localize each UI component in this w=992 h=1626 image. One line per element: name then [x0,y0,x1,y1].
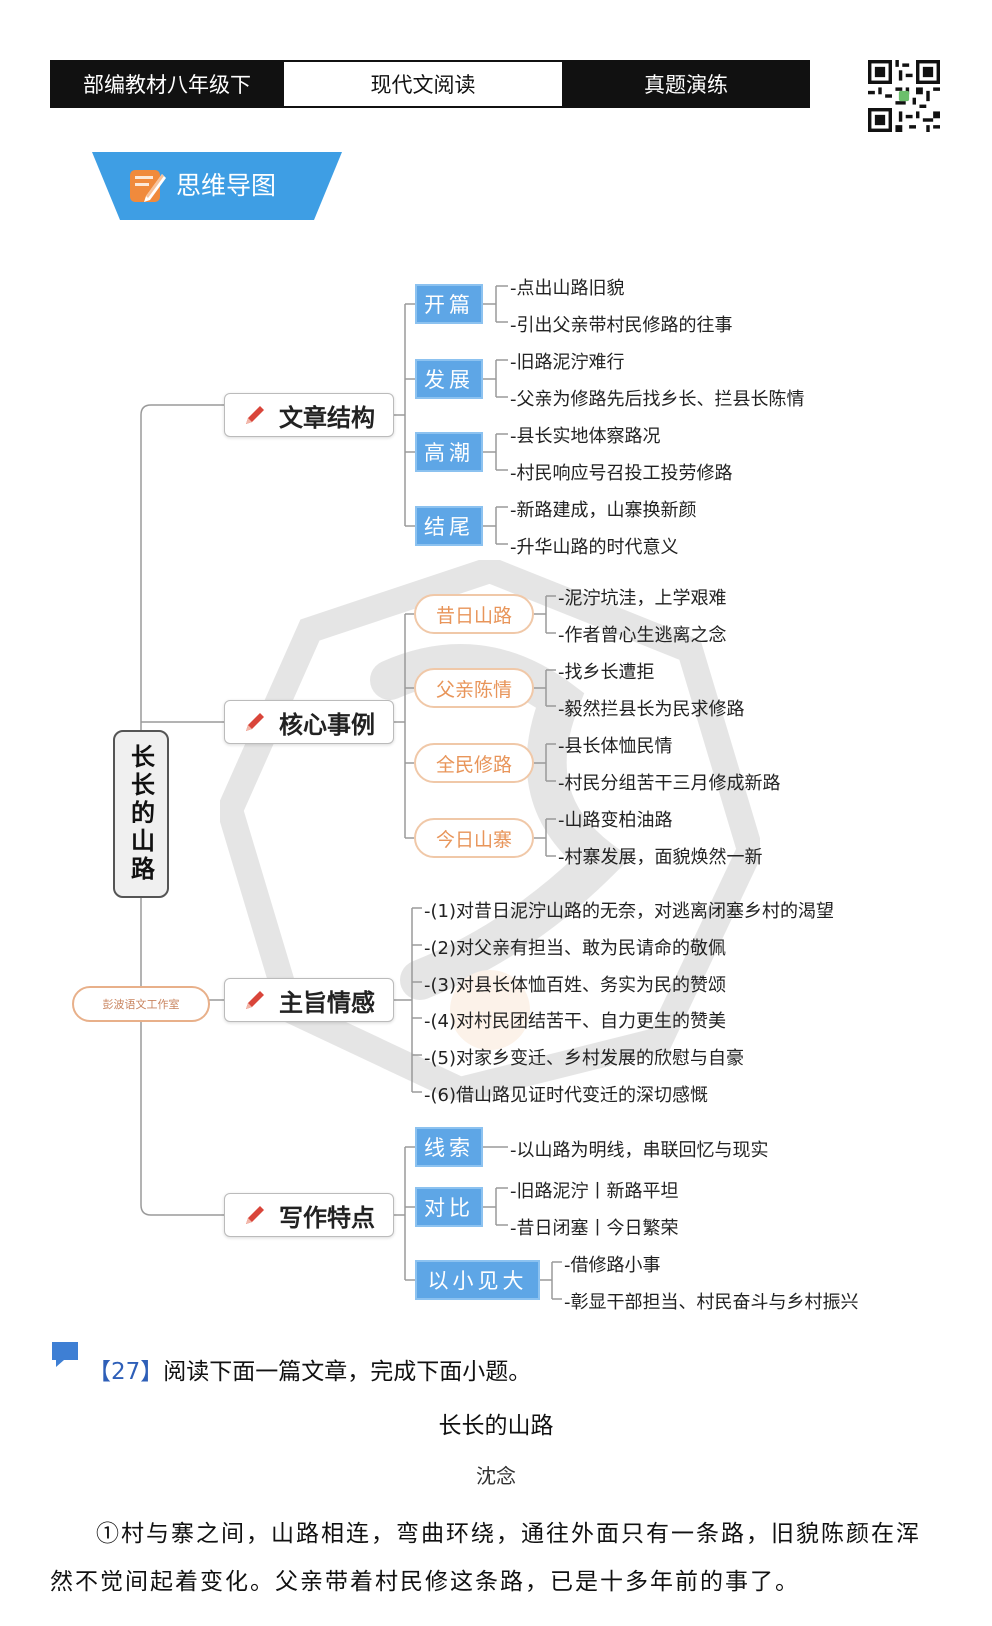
mindmap-banner-label: 思维导图 [176,171,277,200]
header-grade: 部编教材八年级下 [52,62,282,106]
leaf-text: -新路建成，山寨换新颜 [510,500,697,521]
leaf-text: -旧路泥泞难行 [510,352,625,373]
leaf-text: -(2)对父亲有担当、敢为民请命的敬佩 [424,938,726,959]
question-instruction: 阅读下面一篇文章，完成下面小题。 [163,1359,532,1385]
watermark-seal [220,560,760,1100]
header-bar: 部编教材八年级下 现代文阅读 真题演练 [50,60,810,108]
mindmap-connectors [140,285,562,1300]
category-label: 写作特点 [279,1203,375,1232]
passage-author: 沈念 [476,1464,516,1488]
tag-father-plea: 父亲陈情 [414,668,534,708]
category-structure: 文章结构 [224,393,394,437]
leaf-text: -找乡长遭拒 [558,662,655,683]
notepad-icon [130,170,166,202]
pencil-icon [246,991,264,1009]
leaf-text: -(6)借山路见证时代变迁的深切感慨 [424,1085,708,1106]
leaf-text: -(1)对昔日泥泞山路的无奈，对逃离闭塞乡村的渴望 [424,901,834,922]
pencil-icon [246,713,264,731]
tag-opening: 开篇 [415,284,483,324]
mindmap-banner: 思维导图 [92,152,342,220]
header-section: 真题演练 [564,62,808,106]
category-writing-features: 写作特点 [224,1193,394,1237]
qr-code-icon [868,60,940,132]
leaf-text: -村民响应号召投工投劳修路 [510,463,733,484]
leaf-text: -县长体恤民情 [558,736,673,757]
leaf-text: -升华山路的时代意义 [510,537,679,558]
leaf-text: -以山路为明线，串联回忆与现实 [510,1140,769,1161]
leaf-text: -毅然拦县长为民求修路 [558,699,745,720]
question-title: 【27】阅读下面一篇文章，完成下面小题。 [88,1352,531,1386]
leaf-text: -父亲为修路先后找乡长、拦县长陈情 [510,389,805,410]
leaf-text: -(3)对县长体恤百姓、务实为民的赞颂 [424,975,726,996]
tag-contrast: 对比 [415,1187,483,1227]
tag-climax: 高潮 [415,432,483,472]
tag-old-road: 昔日山路 [414,594,534,634]
pencil-icon [246,1206,264,1224]
leaf-text: -县长实地体察路况 [510,426,661,447]
leaf-text: -村民分组苦干三月修成新路 [558,773,781,794]
leaf-text: -昔日闭塞丨今日繁荣 [510,1218,679,1239]
leaf-text: -作者曾心生逃离之念 [558,625,727,646]
leaf-text: -借修路小事 [564,1255,661,1276]
category-theme: 主旨情感 [224,978,394,1022]
tag-village-today: 今日山寨 [414,818,534,858]
leaf-text: -点出山路旧貌 [510,278,625,299]
mindmap-root: 长长的山路 [113,730,169,898]
tag-development: 发展 [415,359,483,399]
passage-title: 长长的山路 [438,1413,554,1439]
passage-paragraph: ①村与寨之间，山路相连，弯曲环绕，通往外面只有一条路，旧貌陈颜在浑然不觉间起着变… [50,1521,921,1595]
question-number: 【27】 [88,1359,164,1385]
leaf-text: -泥泞坑洼，上学艰难 [558,588,727,609]
leaf-text: -旧路泥泞丨新路平坦 [510,1181,679,1202]
leaf-text: -(5)对家乡变迁、乡村发展的欣慰与自豪 [424,1048,744,1069]
speech-bubble-icon [52,1342,78,1367]
category-label: 核心事例 [279,710,375,739]
tag-small-to-large: 以小见大 [415,1260,540,1300]
category-key-events: 核心事例 [224,700,394,744]
tag-clue: 线索 [415,1127,483,1167]
leaf-text: -引出父亲带村民修路的往事 [510,315,733,336]
leaf-text: -彰显干部担当、村民奋斗与乡村振兴 [564,1292,859,1313]
studio-stamp: 彭波语文工作室 [72,986,210,1022]
tag-road-building: 全民修路 [414,743,534,783]
tag-ending: 结尾 [415,506,483,546]
leaf-text: -山路变柏油路 [558,810,673,831]
category-label: 文章结构 [279,403,375,432]
category-label: 主旨情感 [279,988,375,1017]
leaf-text: -村寨发展，面貌焕然一新 [558,847,763,868]
pencil-icon [246,406,264,424]
header-topic: 现代文阅读 [282,62,564,106]
leaf-text: -(4)对村民团结苦干、自力更生的赞美 [424,1011,726,1032]
